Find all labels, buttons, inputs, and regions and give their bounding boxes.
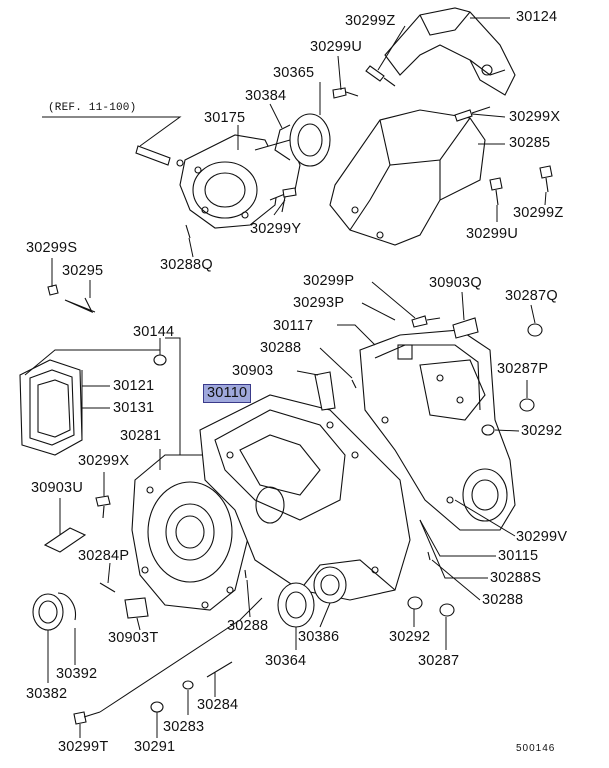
label-30364: 30364 (265, 653, 307, 669)
nut-30283 (182, 680, 194, 690)
label-30110-highlighted: 30110 (203, 384, 252, 403)
label-30299U-right: 30299U (466, 226, 518, 242)
label-30288S: 30288S (490, 570, 542, 586)
label-30903: 30903 (232, 363, 274, 379)
label-30287: 30287 (418, 653, 460, 669)
label-30903U: 30903U (31, 480, 83, 496)
label-30299S: 30299S (26, 240, 78, 256)
label-30903T: 30903T (108, 630, 159, 646)
pin-30288-bottom (244, 569, 247, 579)
label-30295: 30295 (62, 263, 104, 279)
label-30299Z-top: 30299Z (345, 13, 396, 29)
case-30281 (131, 454, 251, 611)
label-30392: 30392 (56, 666, 98, 682)
label-30299V: 30299V (516, 529, 568, 545)
label-30287Q: 30287Q (505, 288, 558, 304)
case-30110 (199, 394, 411, 601)
label-30115: 30115 (498, 548, 539, 564)
label-30299P: 30299P (303, 273, 355, 289)
wrench-30295 (64, 297, 96, 314)
extension-30175 (179, 134, 301, 229)
nut-30291 (150, 701, 164, 713)
label-30288-bottom: 30288 (227, 618, 269, 634)
label-30124: 30124 (516, 9, 558, 25)
bolt-30299P (411, 315, 441, 328)
seal-30382 (32, 593, 64, 631)
label-30284: 30284 (197, 697, 239, 713)
bolts-right-top (454, 106, 553, 206)
seal-30386 (313, 566, 347, 604)
nut-30144 (153, 354, 167, 366)
bracket-30903 (314, 371, 336, 411)
label-30284P: 30284P (78, 548, 130, 564)
stud-30284 (206, 661, 233, 678)
label-30292-right: 30292 (521, 423, 563, 439)
plug-30287Q (527, 323, 543, 337)
label-30285: 30285 (509, 135, 551, 151)
label-30299X-left: 30299X (78, 453, 130, 469)
seal-30364 (277, 582, 315, 628)
cover-30121 (19, 359, 83, 456)
label-30299Z-right: 30299Z (513, 205, 564, 221)
label-30121: 30121 (113, 378, 155, 394)
bolt-30299Y (281, 187, 297, 213)
bolt-30299Z-top (365, 65, 396, 87)
label-30299X-top: 30299X (509, 109, 561, 125)
reference-note: (REF. 11-100) (48, 102, 137, 114)
bolt-30299U-top (332, 87, 359, 99)
shield-30285 (329, 109, 486, 246)
snap-30392 (57, 592, 76, 621)
bracket-30903U (43, 527, 87, 553)
label-30288-right: 30288 (482, 592, 524, 608)
plug-30287P (519, 398, 535, 412)
label-30292-bottom: 30292 (389, 629, 431, 645)
label-30299U-top: 30299U (310, 39, 362, 55)
label-30386: 30386 (298, 629, 340, 645)
label-30144: 30144 (133, 324, 175, 340)
bracket-30903Q (452, 317, 479, 339)
label-30175: 30175 (204, 110, 246, 126)
stud-30284P (99, 582, 116, 593)
leader-lines (24, 17, 547, 738)
gasket-30292-right (481, 424, 495, 436)
label-30299Y: 30299Y (250, 221, 302, 237)
pin-30288Q (185, 224, 191, 239)
label-30293P: 30293P (293, 295, 345, 311)
label-30283: 30283 (163, 719, 205, 735)
pin-30288-right (427, 551, 431, 561)
cover-30124 (384, 7, 516, 96)
label-30288-mid: 30288 (260, 340, 302, 356)
gasket-30292-bottom (407, 596, 423, 610)
label-30131: 30131 (113, 400, 155, 416)
label-30291: 30291 (134, 739, 176, 755)
bolt-30299X-left (95, 495, 111, 519)
plug-30287 (439, 603, 455, 617)
label-30903Q: 30903Q (429, 275, 482, 291)
label-30281: 30281 (120, 428, 162, 444)
shaft-ref (135, 145, 184, 167)
label-30382: 30382 (26, 686, 68, 702)
pin-30288-mid (351, 379, 357, 389)
bolt-30299S (47, 284, 59, 296)
seal-30365 (274, 113, 331, 167)
footer-code: 500146 (516, 743, 556, 754)
bolt-30299T (73, 711, 101, 725)
label-30384: 30384 (245, 88, 287, 104)
bracket-30903T (124, 597, 149, 619)
label-30287P: 30287P (497, 361, 549, 377)
label-30288Q: 30288Q (160, 257, 213, 273)
label-30365: 30365 (273, 65, 315, 81)
label-30117: 30117 (273, 318, 314, 334)
label-30299T: 30299T (58, 739, 109, 755)
